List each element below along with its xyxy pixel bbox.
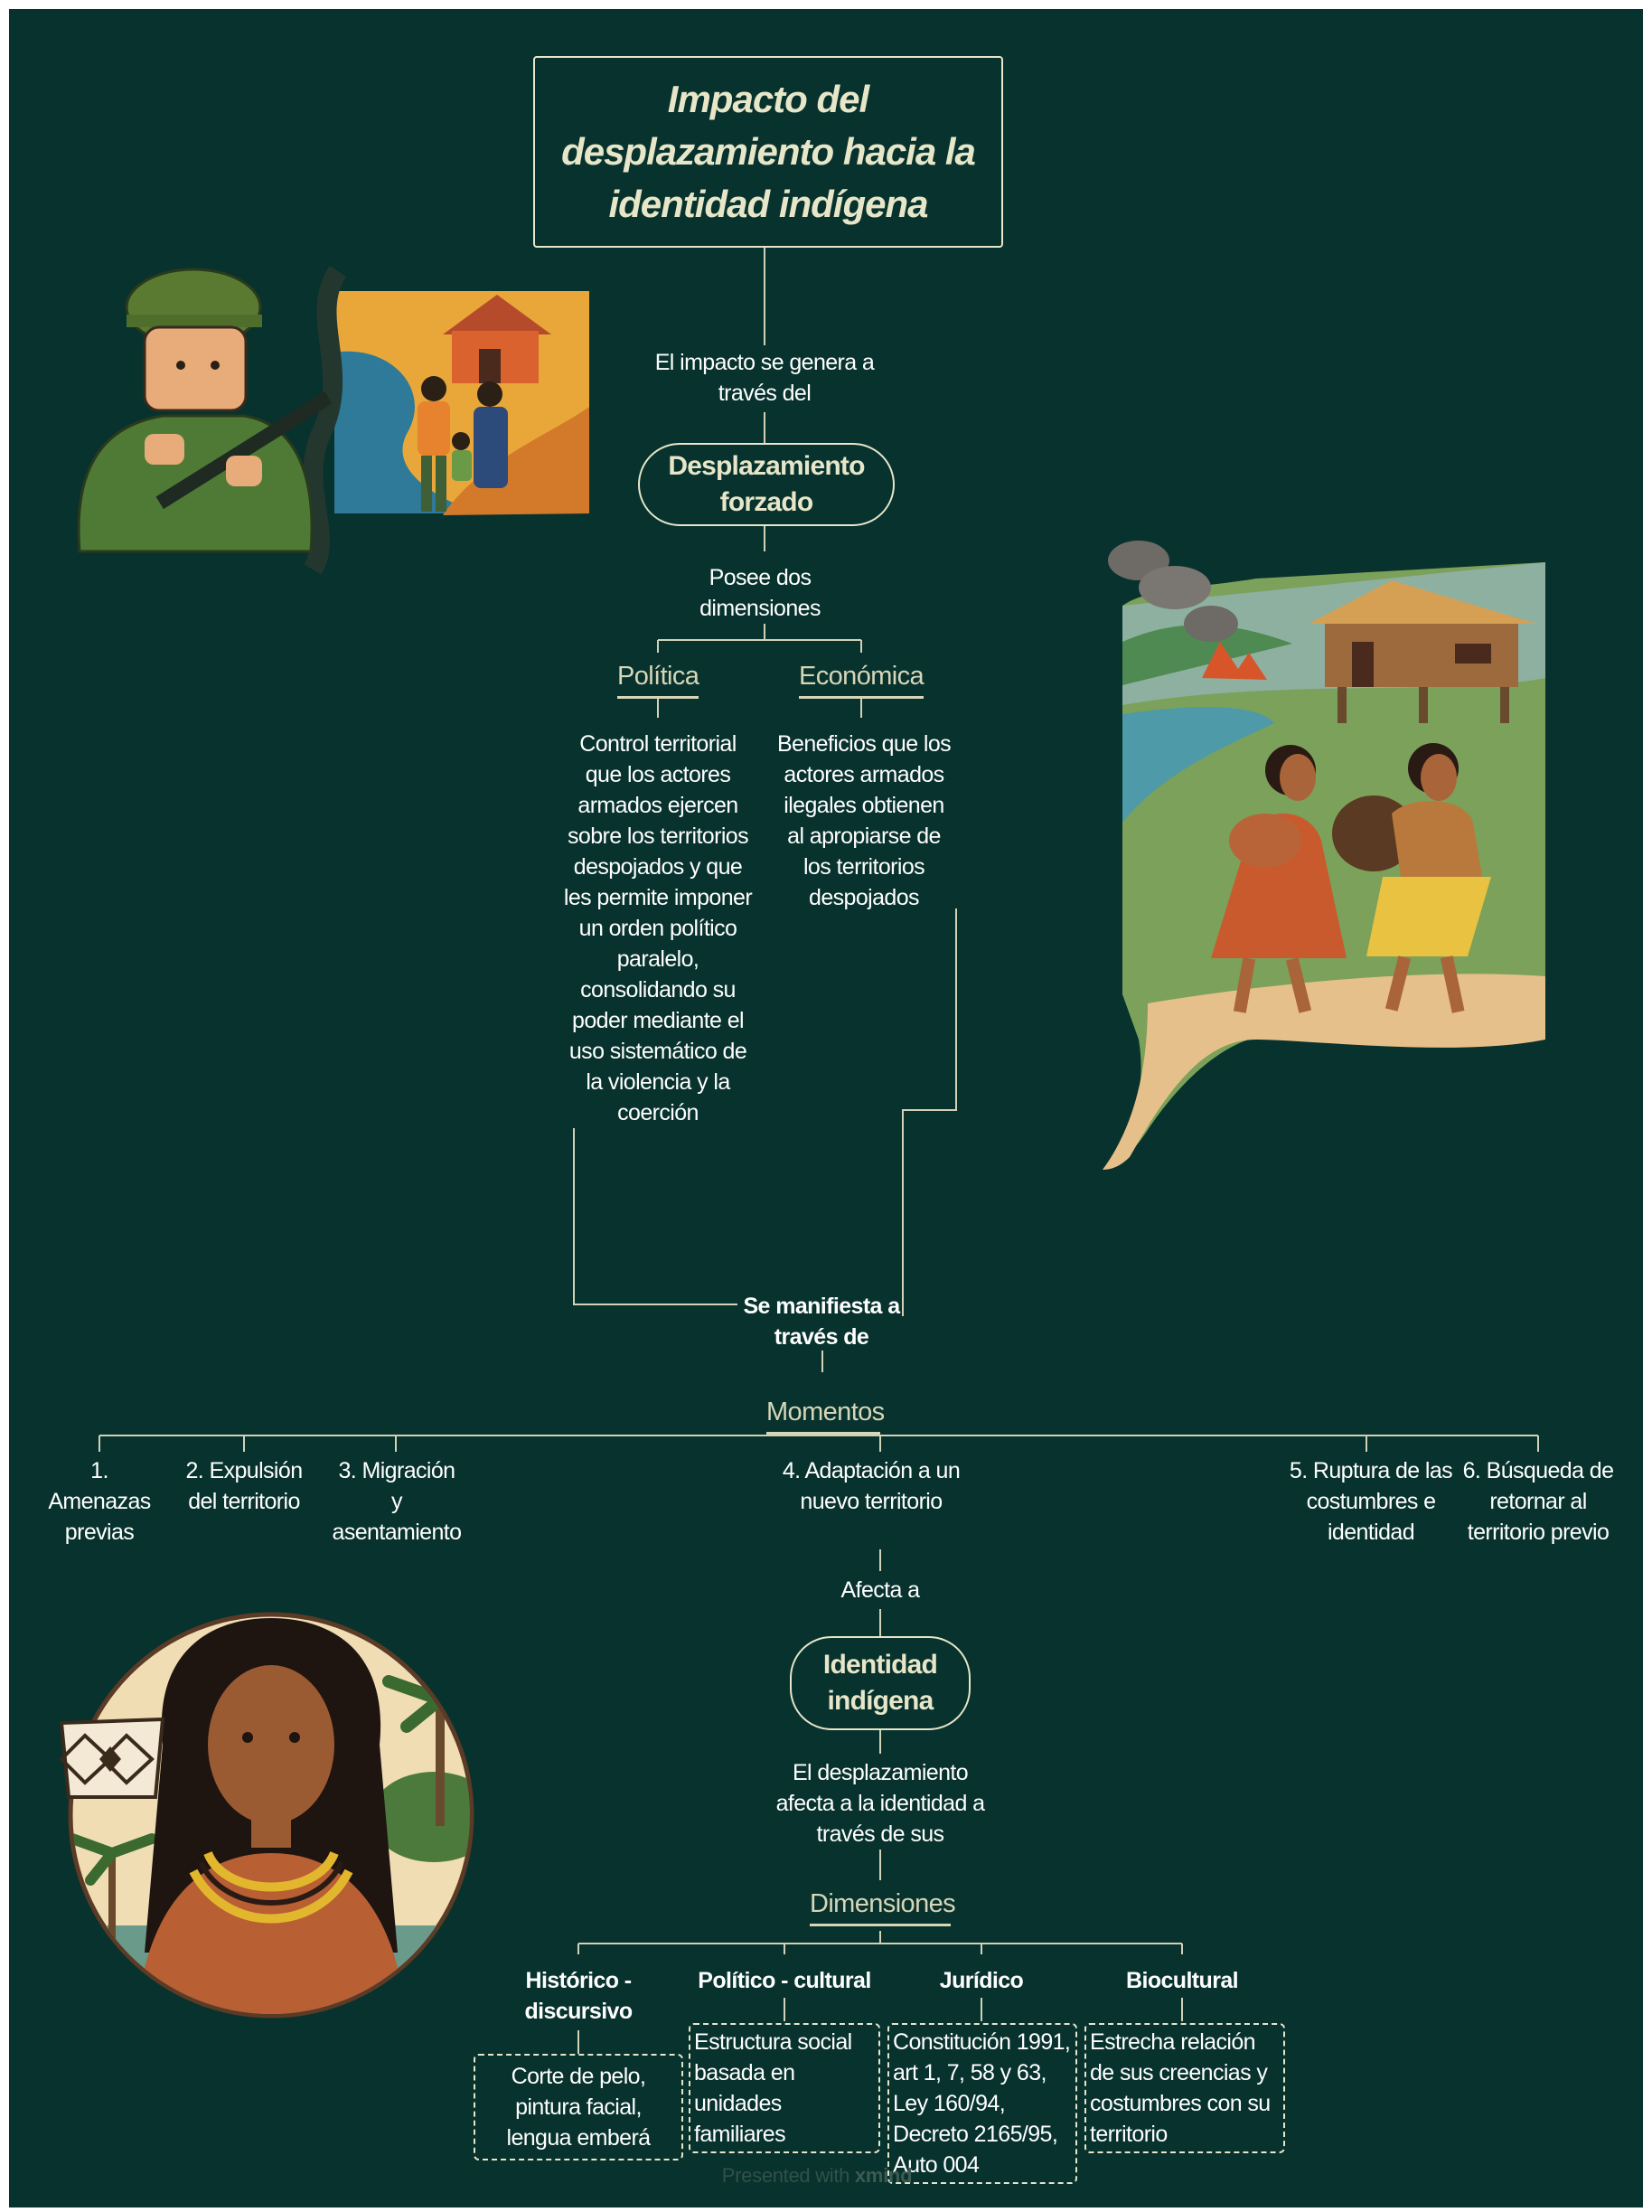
category-economica: Económica [799, 660, 925, 699]
description-historico-discursivo: Corte de pelo, pintura facial, lengua em… [474, 2054, 683, 2160]
mind-map-canvas: Impacto del desplazamiento hacia la iden… [9, 9, 1643, 2207]
momento-2: 2. Expulsión del territorio [185, 1458, 304, 1514]
dimension-historico-discursivo: Histórico - discursivo [524, 1968, 633, 2024]
description-politica: Control territorial que los actores arma… [563, 731, 753, 1125]
description-politico-cultural: Estructura social basada en unidades fam… [689, 2023, 880, 2153]
central-topic-title: Impacto del desplazamiento hacia la iden… [533, 56, 1003, 248]
soldier-family-illustration [77, 265, 589, 575]
description-juridico: Constitución 1991, art 1, 7, 58 y 63, Le… [887, 2023, 1077, 2184]
dimension-juridico: Jurídico [939, 1968, 1024, 1993]
presented-with-footer: Presented with xmind [654, 2164, 980, 2188]
category-politica: Política [617, 660, 699, 699]
description-biocultural: Estrecha relación de sus creencias y cos… [1084, 2023, 1285, 2153]
basket-icon [59, 1717, 165, 1799]
node-momentos: Momentos [766, 1396, 885, 1435]
description-economica: Beneficios que los actores armados ilega… [776, 731, 952, 910]
node-dimensiones: Dimensiones [810, 1887, 956, 1926]
footer-brand: xmind [854, 2164, 913, 2187]
momento-4: 4. Adaptación a un nuevo territorio [782, 1458, 961, 1514]
connector-label-afecta-identidad: El desplazamiento afecta a la identidad … [775, 1760, 985, 1847]
footer-prefix: Presented with [721, 2164, 850, 2187]
dimension-politico-cultural: Político - cultural [698, 1968, 871, 1993]
momento-6: 6. Búsqueda de retornar al territorio pr… [1462, 1458, 1614, 1545]
connector-label-manifiesta: Se manifiesta a través de [743, 1294, 900, 1350]
dimension-biocultural: Biocultural [1126, 1968, 1239, 1993]
node-desplazamiento-forzado: Desplazamiento forzado [638, 443, 895, 526]
connector-label-impacto: El impacto se genera a través del [654, 350, 875, 406]
connector-label-afecta: Afecta a [840, 1577, 921, 1603]
burning-village-illustration [1103, 541, 1545, 1170]
node-identidad-indigena: Identidad indígena [790, 1636, 971, 1730]
connector-lines [99, 246, 1539, 2054]
indigenous-woman-portrait [59, 1612, 474, 2019]
momento-5: 5. Ruptura de las costumbres e identidad [1289, 1458, 1453, 1545]
momento-3: 3. Migración y asentamiento [332, 1458, 463, 1545]
connector-label-dimensiones: Posee dos dimensiones [699, 565, 821, 621]
momento-1: 1. Amenazas previas [48, 1458, 151, 1545]
